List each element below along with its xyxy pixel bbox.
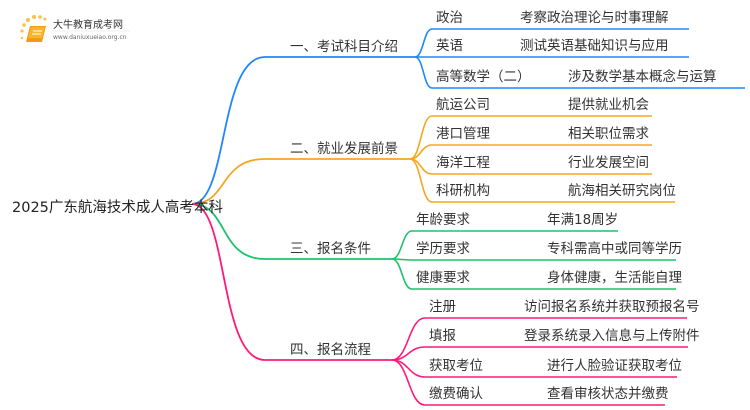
detail-node-1-2[interactable]: 测试英语基础知识与应用 [520, 37, 669, 54]
child-node-2-2[interactable]: 港口管理 [436, 126, 490, 142]
detail-node-2-4[interactable]: 航海相关研究岗位 [568, 183, 676, 199]
child-node-2-4[interactable]: 科研机构 [436, 183, 490, 199]
branch-node-1[interactable]: 一、考试科目介绍 [290, 39, 398, 55]
child-edge-2-1 [409, 115, 652, 160]
branch-node-4[interactable]: 四、报名流程 [290, 342, 371, 358]
logo-title: 大牛教育成考网 [53, 18, 123, 31]
child-node-1-1[interactable]: 政治 [436, 10, 463, 26]
child-node-1-3[interactable]: 高等数学（二） [436, 68, 531, 85]
detail-node-4-2[interactable]: 登录系统录入信息与上传附件 [524, 327, 700, 344]
child-edge-1-1 [414, 28, 689, 58]
detail-node-3-2[interactable]: 专科需高中或同等学历 [547, 240, 682, 257]
child-edge-4-4 [391, 359, 665, 406]
edges [191, 28, 745, 406]
child-node-3-1[interactable]: 年龄要求 [416, 212, 470, 228]
root-node[interactable]: 2025广东航海技术成人高考本科 [12, 199, 223, 216]
detail-node-2-2[interactable]: 相关职位需求 [568, 126, 649, 142]
detail-node-1-3[interactable]: 涉及数学基本概念与运算 [568, 68, 717, 85]
child-node-4-2[interactable]: 填报 [429, 328, 456, 344]
child-node-4-4[interactable]: 缴费确认 [429, 386, 483, 402]
branch-edge-4 [191, 203, 392, 361]
detail-node-4-3[interactable]: 进行人脸验证获取考位 [547, 358, 682, 374]
branch-node-3[interactable]: 三、报名条件 [290, 240, 371, 257]
detail-node-3-1[interactable]: 年满18周岁 [547, 212, 618, 228]
branch-node-2[interactable]: 二、就业发展前景 [290, 140, 398, 157]
child-node-4-1[interactable]: 注册 [429, 299, 456, 315]
detail-node-4-1[interactable]: 访问报名系统并获取预报名号 [524, 299, 700, 315]
child-node-1-2[interactable]: 英语 [436, 37, 463, 54]
detail-node-2-1[interactable]: 提供就业机会 [568, 97, 649, 113]
book-icon [20, 15, 47, 42]
child-edge-3-1 [391, 230, 618, 260]
detail-node-4-4[interactable]: 查看审核状态并缴费 [547, 386, 669, 402]
detail-node-3-3[interactable]: 身体健康，生活能自理 [547, 269, 682, 286]
child-edge-4-1 [391, 317, 687, 361]
detail-node-1-1[interactable]: 考察政治理论与时事理解 [520, 9, 669, 26]
child-edge-2-4 [409, 158, 675, 203]
child-edge-2-2 [409, 144, 652, 160]
branch-edge-2 [191, 158, 410, 205]
detail-node-2-3[interactable]: 行业发展空间 [568, 155, 649, 171]
child-node-2-1[interactable]: 航运公司 [436, 97, 490, 113]
child-node-3-2[interactable]: 学历要求 [416, 241, 470, 257]
child-edge-1-3 [414, 56, 745, 89]
child-node-3-3[interactable]: 健康要求 [416, 269, 470, 286]
logo: 大牛教育成考网 www.daniuxueiao.org.cn [20, 15, 130, 42]
child-node-2-3[interactable]: 海洋工程 [436, 155, 490, 171]
child-node-4-3[interactable]: 获取考位 [429, 358, 483, 374]
child-edge-3-3 [391, 258, 676, 290]
child-edge-3-2 [391, 258, 676, 261]
branch-edge-3 [191, 203, 392, 260]
child-edge-4-2 [391, 346, 688, 361]
logo-url: www.daniuxueiao.org.cn [53, 34, 127, 41]
branch-edge-1 [191, 56, 415, 205]
